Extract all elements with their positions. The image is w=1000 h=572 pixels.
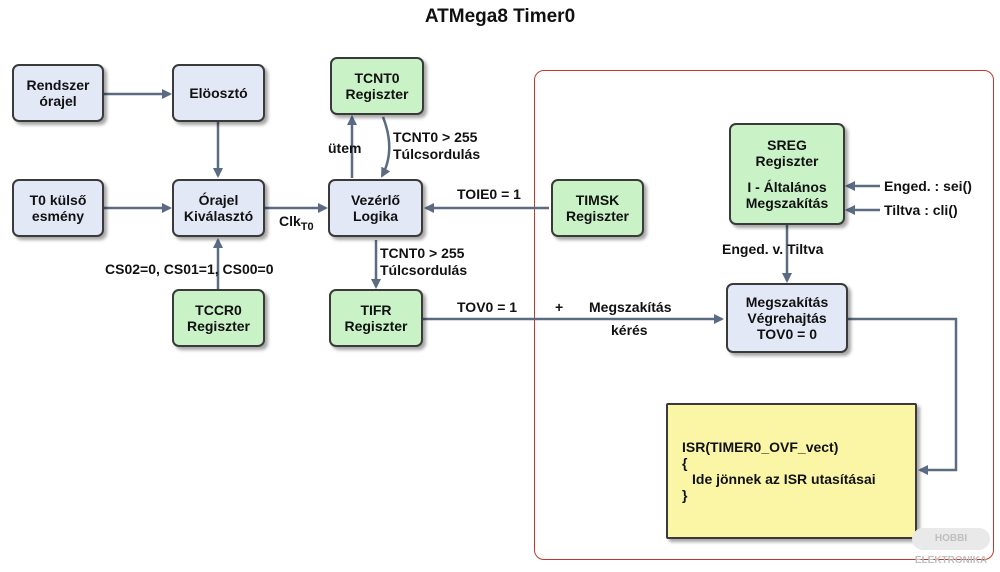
clk-subscript: T0 (300, 220, 314, 233)
tifr-register-box: TIFR Regiszter (329, 289, 423, 347)
system-clock-line-1: Rendszer (26, 77, 90, 93)
arrow-megszakitas-isr (848, 317, 958, 475)
diagram-title: ATMega8 Timer0 (424, 6, 576, 27)
control-logic-line-1: Vezérlő (350, 192, 401, 208)
control-logic-line-2: Logika (352, 208, 399, 224)
tcnt-overflow-lower-1: TCNT0 > 255 (380, 245, 465, 261)
t0-external-line-1: T0 külső (29, 192, 87, 208)
clock-selector-line-2: Kiválasztó (183, 208, 254, 224)
tcnt-overflow-upper-2: Túlcsordulás (393, 146, 481, 162)
sreg-line-4: Megszakítás (745, 195, 829, 211)
interrupt-request-2: kérés (611, 322, 648, 338)
clock-selector-box: Órajel Kiválasztó (172, 179, 265, 237)
tifr-line-2: Regiszter (344, 318, 408, 334)
cs-bits-label: CS02=0, CS01=1, CS00=0 (105, 261, 274, 277)
clk-text: Clk (279, 213, 301, 229)
t0-external-line-2: esmény (31, 208, 85, 224)
system-clock-box: Rendszer órajel (12, 64, 104, 122)
prescaler-label: Elöosztó (189, 85, 248, 101)
interrupt-exec-box: Megszakítás Végrehajtás TOV0 = 0 (726, 283, 848, 353)
sreg-line-2: Regiszter (755, 153, 819, 169)
tifr-line-1: TIFR (360, 302, 392, 318)
tccr0-line-2: Regiszter (186, 318, 251, 334)
t0-external-box: T0 külső esmény (12, 179, 104, 237)
isr-line-4: } (682, 487, 688, 503)
tcnt0-register-box: TCNT0 Regiszter (330, 57, 424, 115)
system-clock-line-2: órajel (39, 93, 77, 109)
tov-label: TOV0 = 1 (457, 299, 518, 315)
interrupt-exec-line-2: Végrehajtás (747, 310, 827, 326)
interrupt-request-1: Megszakítás (589, 299, 672, 315)
isr-line-3: Ide jönnek az ISR utasításai (692, 471, 876, 487)
isr-line-2: { (682, 455, 688, 471)
clk-label: ClkT0 (279, 213, 314, 235)
sreg-register-box: SREG Regiszter I - Általános Megszakítás (729, 123, 845, 225)
tccr0-register-box: TCCR0 Regiszter (172, 289, 265, 347)
prescaler-box: Elöosztó (172, 64, 265, 122)
toie-label: TOIE0 = 1 (457, 186, 521, 202)
timsk-line-1: TIMSK (575, 192, 620, 208)
clock-selector-line-1: Órajel (198, 192, 239, 208)
isr-code-box: ISR(TIMER0_OVF_vect) { Ide jönnek az ISR… (666, 403, 917, 539)
enable-disable-label: Enged. v. Tiltva (722, 241, 824, 257)
tccr0-line-1: TCCR0 (195, 302, 242, 318)
tcnt0-line-2: Regiszter (345, 86, 409, 102)
sreg-line-3: I - Általános (747, 179, 827, 195)
plus-label: + (555, 299, 564, 315)
interrupt-region (534, 70, 994, 560)
tcnt0-line-1: TCNT0 (354, 70, 400, 86)
timsk-register-box: TIMSK Regiszter (551, 179, 644, 237)
arrow-tcnt0-vezerlo (380, 116, 391, 178)
isr-line-1: ISR(TIMER0_OVF_vect) (682, 439, 839, 455)
tick-label: ütem (328, 140, 362, 156)
interrupt-exec-line-3: TOV0 = 0 (756, 326, 818, 342)
watermark-logo: HOBBI ELEKTRONIKA (912, 528, 990, 566)
sei-label: Enged. : sei() (884, 178, 972, 194)
cli-label: Tiltva : cli() (884, 202, 958, 218)
control-logic-box: Vezérlő Logika (328, 179, 423, 237)
sreg-line-1: SREG (767, 137, 807, 153)
tcnt-overflow-lower-2: Túlcsordulás (380, 262, 468, 278)
timsk-line-2: Regiszter (565, 208, 630, 224)
interrupt-exec-line-1: Megszakítás (745, 294, 829, 310)
tcnt-overflow-upper-1: TCNT0 > 255 (393, 129, 478, 145)
